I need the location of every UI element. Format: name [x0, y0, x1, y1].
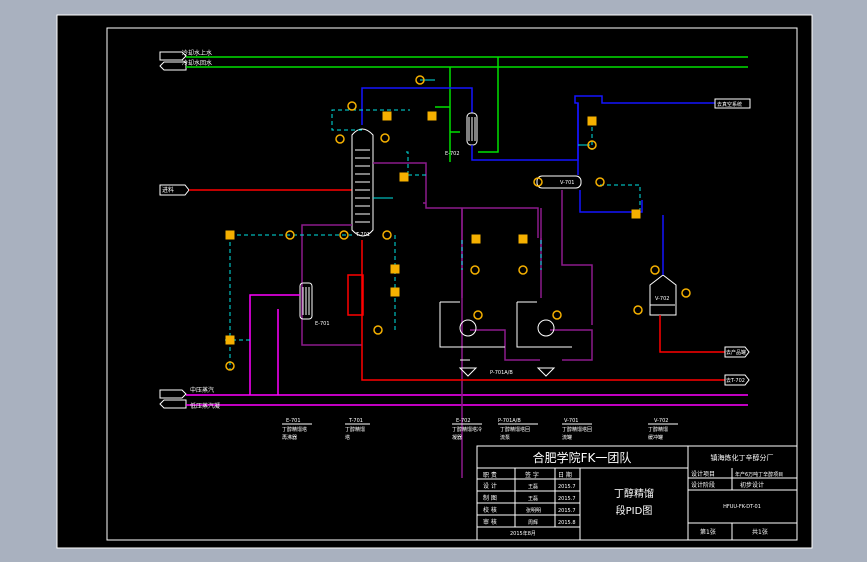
feed-line: 进料 [159, 184, 352, 196]
drawing-number: HFUU-FK-DT-01 [723, 504, 761, 510]
sheet-number: 第1张 [700, 528, 716, 536]
svg-text:丁醇精馏: 丁醇精馏 [648, 426, 668, 433]
svg-text:王磊: 王磊 [528, 484, 538, 490]
cw-return-label: 冷却水回水 [182, 59, 212, 67]
drawing-sheet [56, 14, 813, 549]
svg-text:审 核: 审 核 [483, 518, 497, 526]
svg-text:缓冲罐: 缓冲罐 [648, 434, 663, 441]
inner-border [106, 27, 798, 541]
svg-text:丁醇精馏: 丁醇精馏 [345, 426, 365, 433]
column-tag: T-701 [355, 232, 370, 238]
svg-text:V-702: V-702 [654, 418, 668, 424]
svg-text:丁醇精馏塔回: 丁醇精馏塔回 [500, 426, 530, 433]
svg-text:塔: 塔 [345, 434, 350, 441]
product-destination-2: 去T-702 [724, 374, 750, 386]
drawing-title-line1: 丁醇精馏 [614, 487, 654, 500]
steam-label: 中压蒸汽 [190, 386, 214, 394]
condenser-cw-lines [435, 57, 499, 162]
product1-label: 去产品罐 [726, 349, 746, 356]
condensate-label: 低压蒸汽凝 [190, 402, 220, 410]
org-name: 合肥学院FK一团队 [533, 450, 632, 465]
legend-item: T-701 丁醇精馏塔 [345, 418, 370, 441]
drawing-title-line2: 段PID图 [616, 504, 653, 517]
svg-text:校 核: 校 核 [483, 506, 497, 514]
svg-text:P-701A/B: P-701A/B [498, 418, 521, 424]
buffer-tank: V-702 [649, 274, 677, 316]
vacuum-label: 去真空系统 [717, 101, 742, 108]
svg-text:E-701: E-701 [286, 418, 301, 424]
signal-lines [225, 109, 641, 370]
cooling-water-supply: 冷却水上水 [159, 49, 748, 61]
svg-text:年产6万吨丁辛醇项目: 年产6万吨丁辛醇项目 [735, 471, 783, 478]
svg-text:V-701: V-701 [564, 418, 578, 424]
reflux-drum: V-701 [536, 175, 582, 189]
pump-lines [461, 208, 593, 361]
reboiler-steam-lines [249, 294, 300, 395]
overhead-vapor-line [361, 87, 473, 125]
svg-text:周辉: 周辉 [528, 519, 538, 526]
pump-a [439, 301, 505, 361]
bottoms-line [347, 240, 725, 381]
svg-text:2015.7: 2015.7 [558, 484, 576, 490]
product2-label: 去T-702 [726, 377, 745, 384]
company-name: 镇海炼化丁辛醇分厂 [711, 453, 774, 462]
drum-tag: V-701 [560, 180, 574, 186]
svg-text:签 字: 签 字 [525, 471, 539, 479]
svg-text:职 责: 职 责 [483, 471, 497, 479]
reboiler-return-line [301, 224, 362, 346]
svg-text:张明明: 张明明 [526, 507, 541, 514]
svg-text:凝器: 凝器 [452, 434, 462, 441]
svg-text:2015.8: 2015.8 [558, 520, 576, 526]
svg-text:设计阶段: 设计阶段 [691, 481, 715, 489]
svg-text:流罐: 流罐 [562, 434, 572, 441]
product-destination-1: 去产品罐 [724, 346, 750, 358]
svg-text:日 期: 日 期 [558, 471, 572, 479]
reboiler-tag: E-701 [315, 321, 330, 327]
tank-outlet-line [659, 315, 725, 353]
sheet-total: 共1张 [752, 528, 768, 536]
steam-header: 中压蒸汽 [159, 386, 748, 399]
svg-text:王磊: 王磊 [528, 496, 538, 502]
condensate-vapor-line [471, 95, 715, 161]
condenser-tag: E-702 [445, 151, 460, 157]
svg-text:初步设计: 初步设计 [740, 481, 764, 489]
drum-outlet-line [579, 190, 643, 213]
drain-funnels [458, 367, 556, 377]
svg-text:设 计: 设 计 [483, 482, 497, 490]
cooling-water-return: 冷却水回水 [159, 59, 748, 71]
svg-text:E-702: E-702 [456, 418, 471, 424]
svg-text:制 图: 制 图 [483, 494, 497, 502]
svg-text:流泵: 流泵 [500, 434, 510, 441]
feed-label: 进料 [162, 186, 174, 194]
svg-text:2015.7: 2015.7 [558, 496, 576, 502]
svg-text:再沸器: 再沸器 [282, 434, 297, 441]
pump-b [516, 301, 572, 348]
condensate-header: 低压蒸汽凝 [159, 399, 748, 410]
svg-text:丁醇精馏塔: 丁醇精馏塔 [282, 426, 307, 433]
date-footer: 2015年8月 [510, 530, 536, 537]
reboiler: E-701 [299, 282, 330, 327]
svg-text:2015.7: 2015.7 [558, 508, 576, 514]
cw-supply-label: 冷却水上水 [182, 49, 212, 57]
svg-text:丁醇精馏塔冷: 丁醇精馏塔冷 [452, 426, 482, 433]
svg-text:丁醇精馏塔回: 丁醇精馏塔回 [562, 426, 592, 433]
svg-text:T-701: T-701 [348, 418, 363, 424]
svg-text:设计项目: 设计项目 [691, 470, 715, 478]
process-lines [373, 162, 593, 478]
instrument-bubbles [225, 75, 691, 371]
tank-tag: V-702 [655, 296, 669, 302]
vacuum-destination: 去真空系统 [714, 98, 751, 109]
pump-tag: P-701A/B [490, 370, 513, 376]
